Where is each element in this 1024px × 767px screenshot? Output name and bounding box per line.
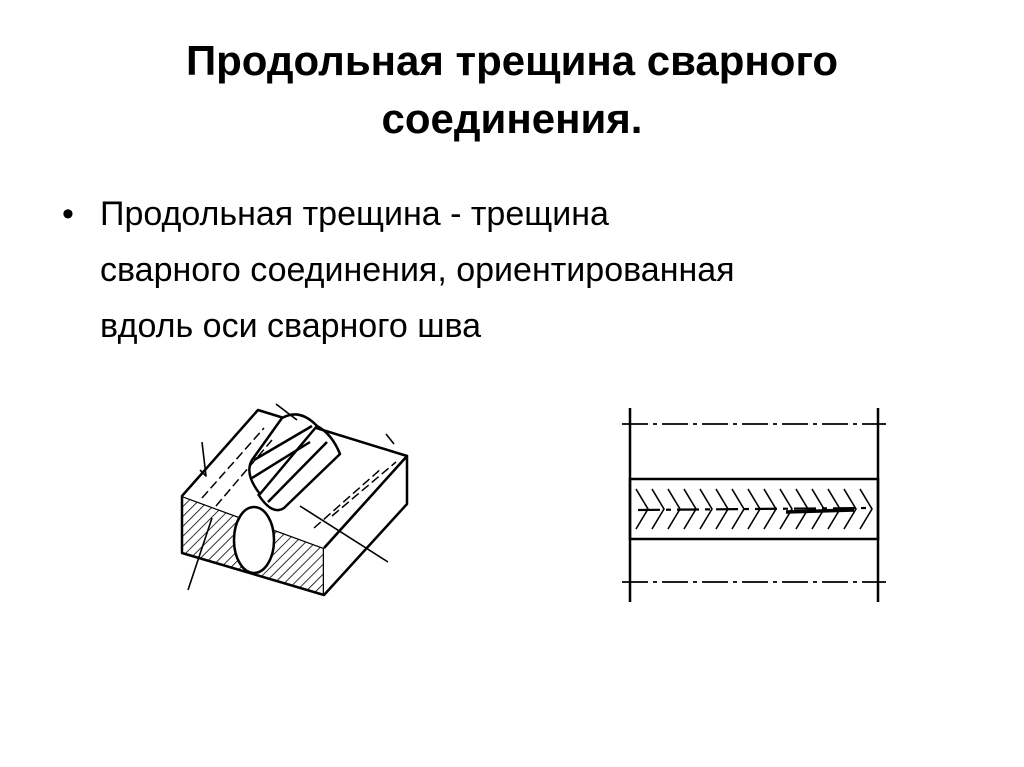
bullet-text: Продольная трещина - трещина сварного со… xyxy=(100,186,735,354)
weld-seam-plan-drawing xyxy=(622,408,886,602)
bullet-dot-icon: • xyxy=(62,195,74,233)
bullet-list: • Продольная трещина - трещина сварного … xyxy=(62,186,962,354)
weld-seam-plan-figure xyxy=(618,404,890,606)
weld-joint-isometric-drawing xyxy=(180,403,409,597)
slide-title: Продольная трещина сварного соединения. xyxy=(0,32,1024,148)
bullet-line-1: Продольная трещина - трещина xyxy=(100,195,609,233)
title-line-2: соединения. xyxy=(381,95,643,142)
bullet-line-2: сварного соединения, ориентированная xyxy=(100,251,735,289)
weld-joint-isometric-figure xyxy=(172,398,422,603)
title-line-1: Продольная трещина сварного xyxy=(185,37,839,84)
bullet-line-3: вдоль оси сварного шва xyxy=(100,307,482,345)
bullet-item: • Продольная трещина - трещина сварного … xyxy=(62,186,962,354)
